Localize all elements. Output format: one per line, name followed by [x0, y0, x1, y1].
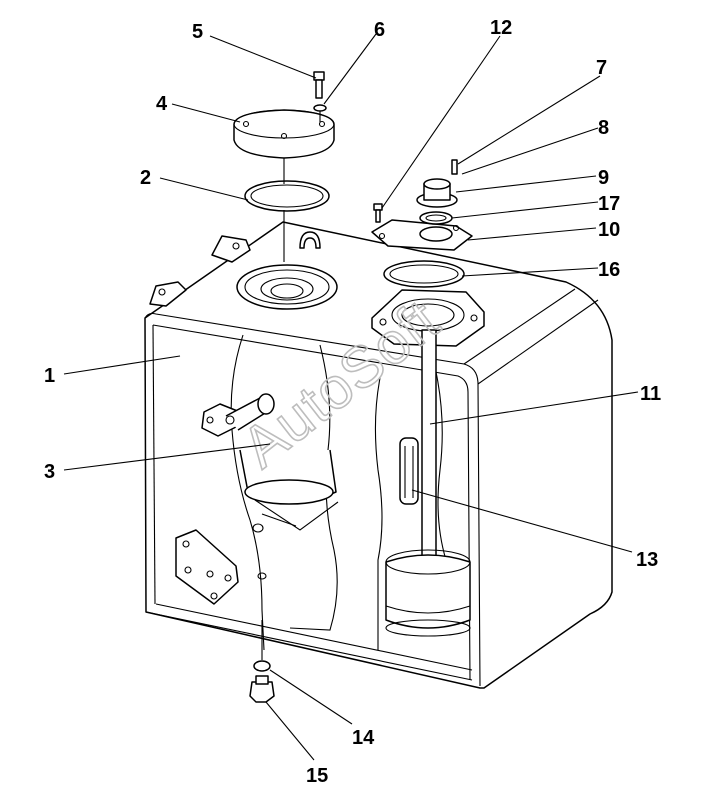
gauge-cap — [416, 178, 458, 208]
mounting-bracket-rear — [211, 235, 251, 263]
callout-6: 6 — [374, 19, 385, 41]
callout-17: 17 — [598, 193, 620, 215]
callout-15: 15 — [306, 765, 328, 787]
hook-clip — [299, 231, 321, 249]
callout-2: 2 — [140, 167, 151, 189]
gauge-plate — [371, 219, 473, 251]
callout-12: 12 — [490, 17, 512, 39]
gauge-pin — [451, 159, 458, 175]
callout-11: 11 — [640, 383, 661, 405]
callout-numbers: 1 2 3 4 5 6 7 8 9 10 11 12 13 14 15 16 1… — [44, 17, 661, 787]
level-sender — [385, 329, 471, 637]
callout-16: 16 — [598, 259, 620, 281]
callout-4: 4 — [156, 93, 168, 115]
callout-10: 10 — [598, 219, 620, 241]
filler-cover — [233, 109, 335, 159]
callout-7: 7 — [596, 57, 607, 79]
sight-glass — [399, 437, 419, 505]
o-ring — [419, 211, 453, 225]
leader-lines — [63, 33, 639, 761]
pipe-fitting — [201, 393, 275, 437]
drain-washer — [253, 660, 271, 672]
filler-neck-flange — [236, 264, 338, 310]
callout-13: 13 — [636, 549, 658, 571]
cutaway-section — [230, 334, 447, 651]
filler-strainer — [239, 449, 339, 531]
gauge-gasket — [383, 260, 465, 288]
drain-plug — [249, 675, 275, 703]
cover-gasket — [244, 180, 330, 212]
mounting-bracket-left — [149, 281, 187, 307]
flange-screw — [373, 203, 383, 223]
callout-8: 8 — [598, 117, 609, 139]
cover-washer — [313, 104, 327, 112]
inspection-plate — [175, 529, 239, 605]
cover-bolt — [313, 71, 325, 99]
callout-14: 14 — [352, 727, 375, 749]
callout-3: 3 — [44, 461, 55, 483]
callout-1: 1 — [44, 365, 55, 387]
callout-9: 9 — [598, 167, 609, 189]
tank-body — [144, 221, 613, 689]
callout-5: 5 — [192, 21, 203, 43]
